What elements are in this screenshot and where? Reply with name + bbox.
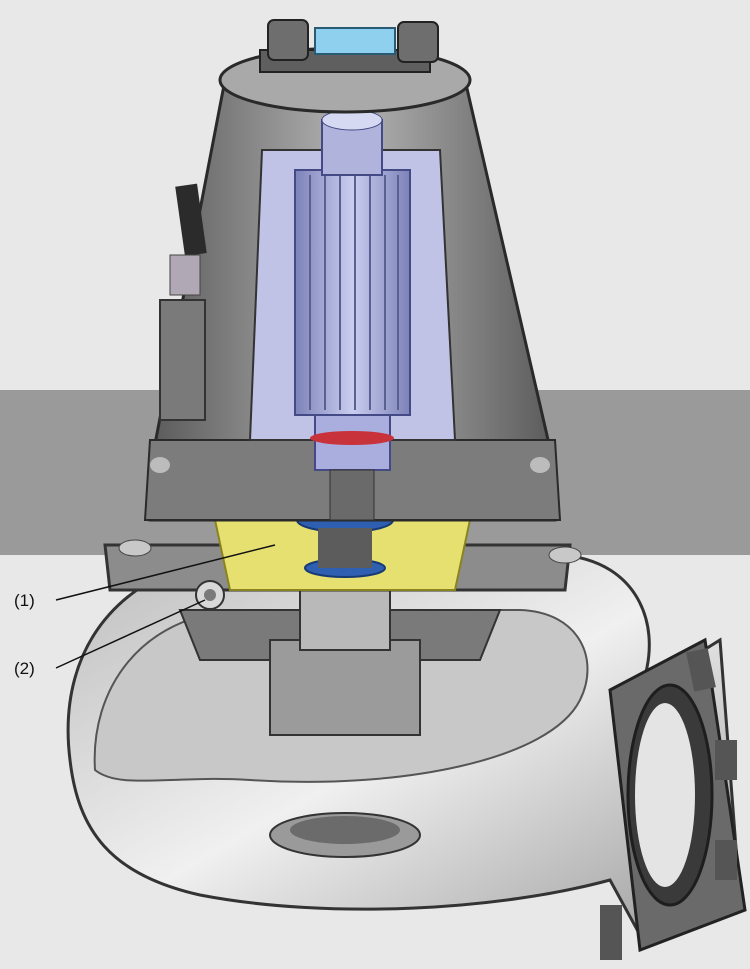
callout-label-2: (2)	[14, 659, 35, 678]
cable-gland	[159, 183, 207, 421]
callout-leaders	[55, 544, 276, 669]
top-cap	[218, 19, 472, 114]
motor-rotor	[294, 109, 411, 521]
inspection-screw	[195, 580, 225, 610]
callout-label-1: (1)	[14, 591, 35, 610]
volute-casing	[66, 553, 747, 960]
